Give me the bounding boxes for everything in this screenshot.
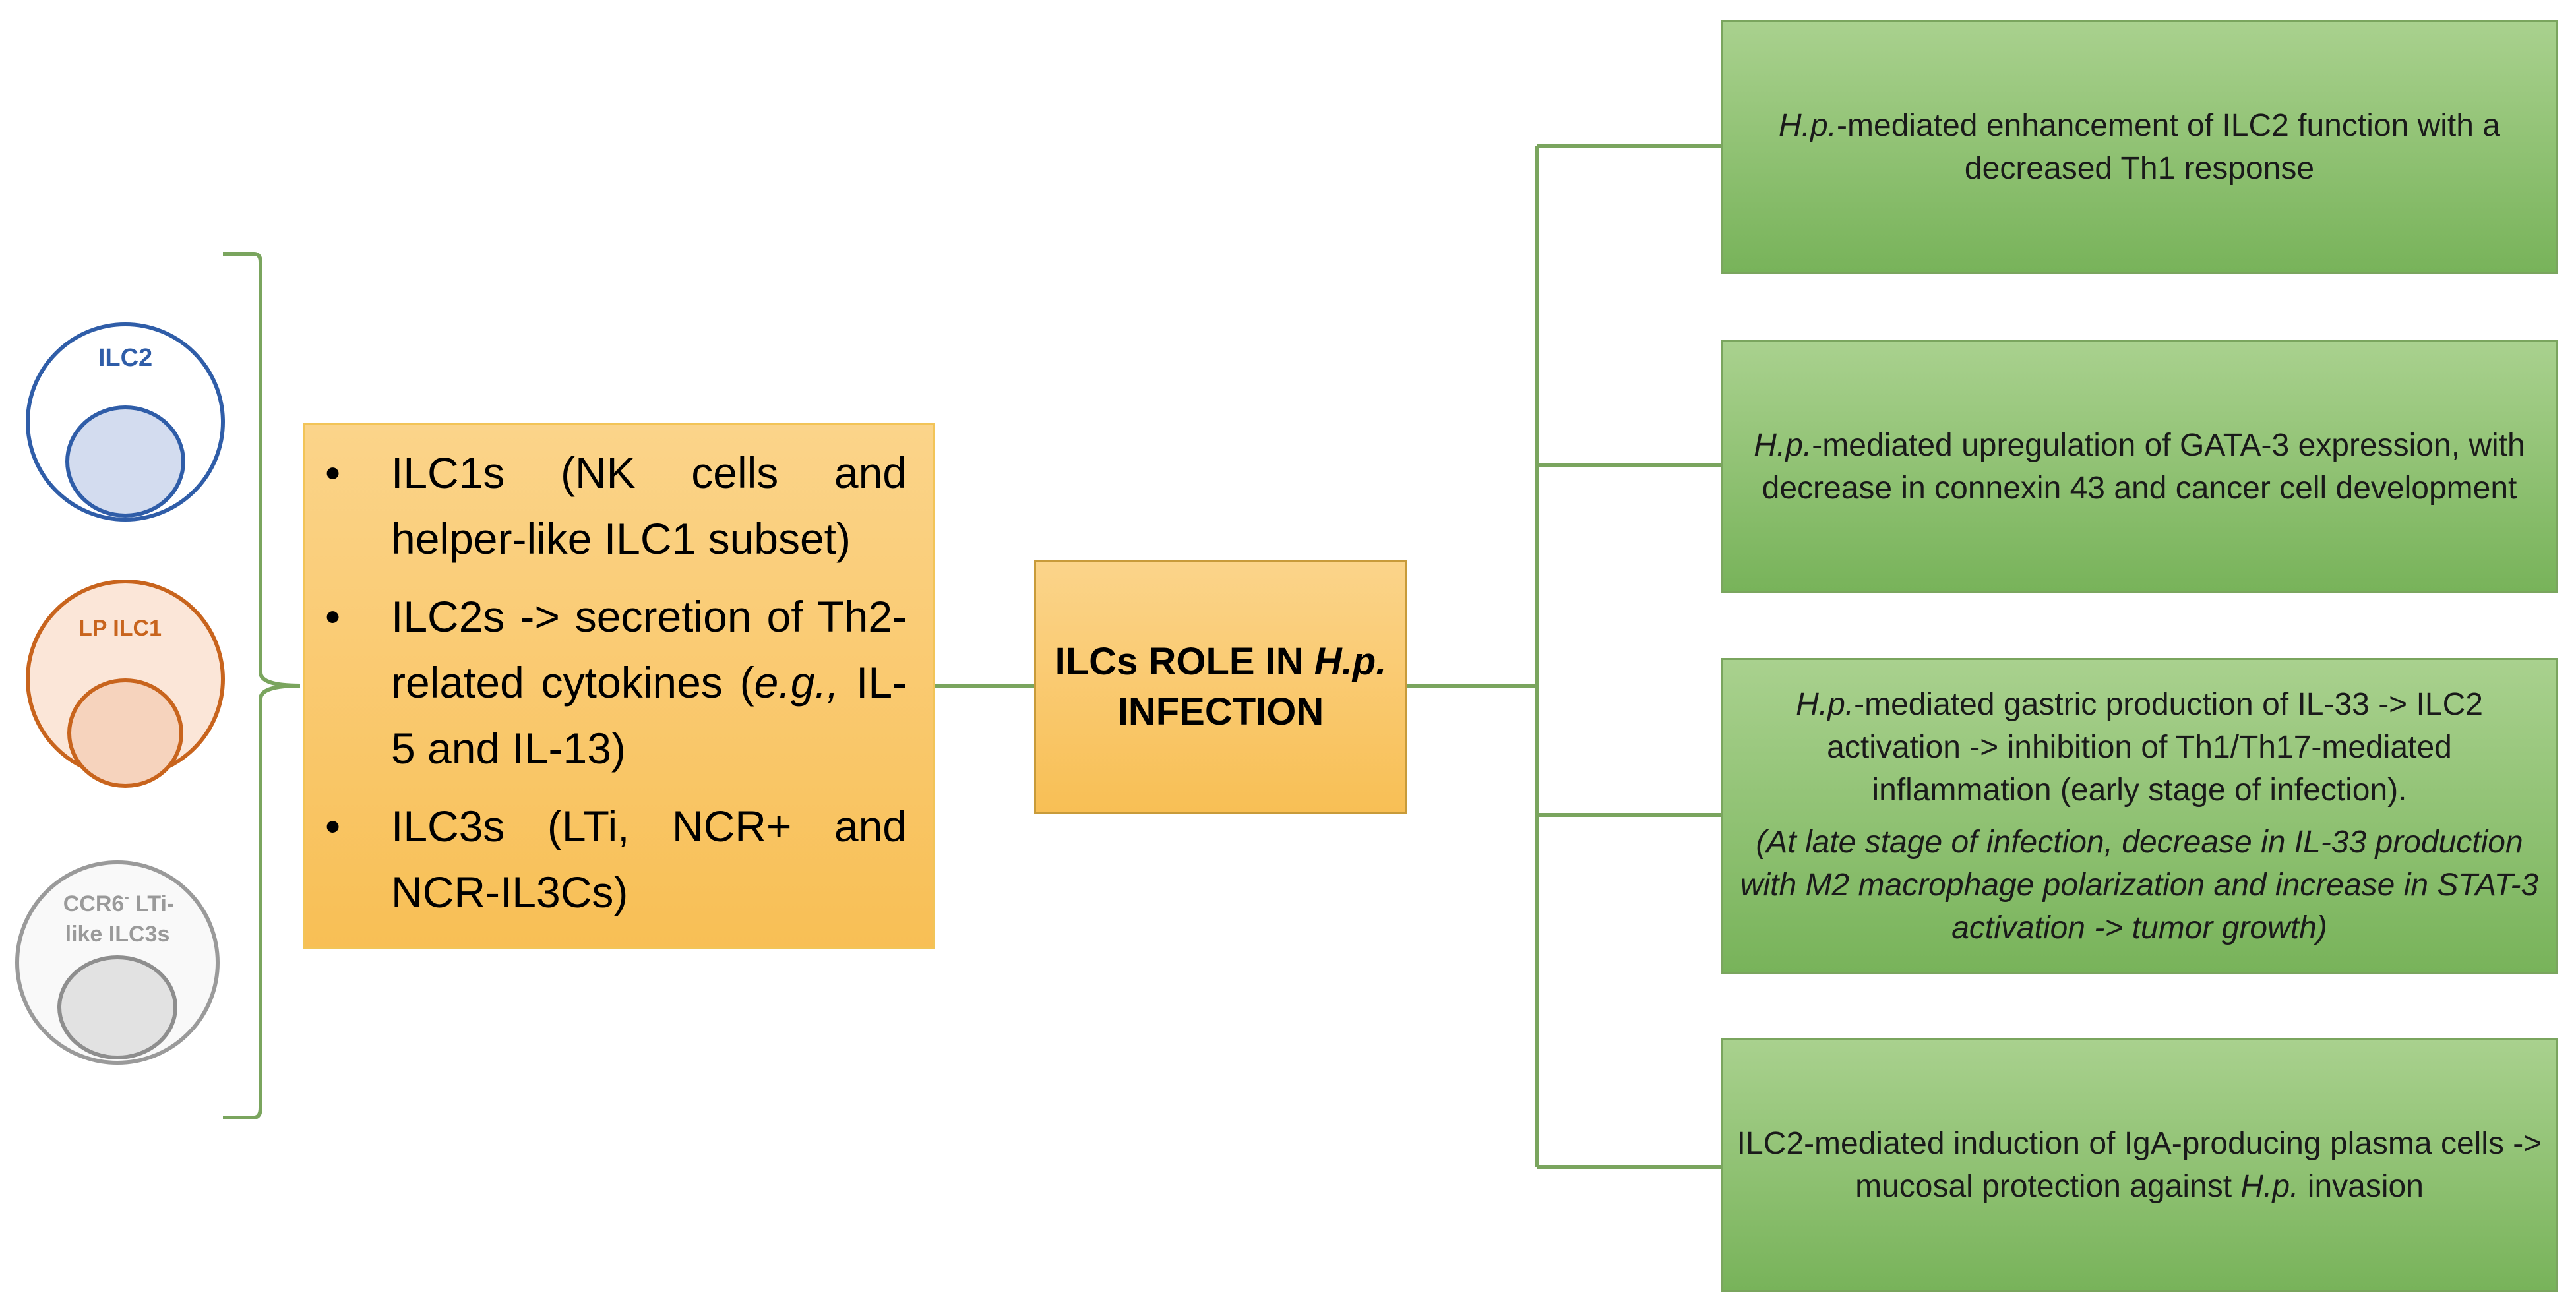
ilc3-cell: CCR6- LTi- like ILC3s [15,860,220,1065]
effect-box-2: H.p.-mediated upregulation of GATA-3 exp… [1721,340,2558,593]
ilc-types-box: ILC1s (NK cells and helper-like ILC1 sub… [303,423,935,949]
effect-2-text: H.p.-mediated upregulation of GATA-3 exp… [1754,428,2525,506]
effect-3-note: (At late stage of infection, decrease in… [1740,825,2539,945]
effect-box-1: H.p.-mediated enhancement of ILC2 functi… [1721,20,2558,274]
grouping-bracket [223,252,301,1119]
ilc-type-item-3: ILC3s (LTi, NCR+ and NCR-IL3Cs) [325,793,907,925]
ilc2-label: ILC2 [98,344,152,372]
lp-ilc1-label: LP ILC1 [78,616,162,641]
effect-3-text: H.p.-mediated gastric production of IL-3… [1796,687,2483,808]
ilc-type-item-2: ILC2s -> secretion of Th2-related cytoki… [325,583,907,781]
central-node-title: ILCs ROLE IN H.p. INFECTION [1055,640,1387,733]
ilc3-label-line2: like ILC3s [65,922,170,947]
ilc-type-item-1: ILC1s (NK cells and helper-like ILC1 sub… [325,440,907,572]
ilc-types-list: ILC1s (NK cells and helper-like ILC1 sub… [325,440,907,925]
ilc3-label-line1: CCR6- LTi- [63,889,175,916]
central-node: ILCs ROLE IN H.p. INFECTION [1034,560,1407,814]
effect-box-3: H.p.-mediated gastric production of IL-3… [1721,658,2558,974]
ilc2-cell: ILC2 [26,322,225,522]
effect-1-text: H.p.-mediated enhancement of ILC2 functi… [1779,108,2500,186]
effect-4-text: ILC2-mediated induction of IgA-producing… [1736,1126,2542,1204]
lp-ilc1-cell: LP ILC1 [26,580,225,788]
effect-box-4: ILC2-mediated induction of IgA-producing… [1721,1038,2558,1292]
